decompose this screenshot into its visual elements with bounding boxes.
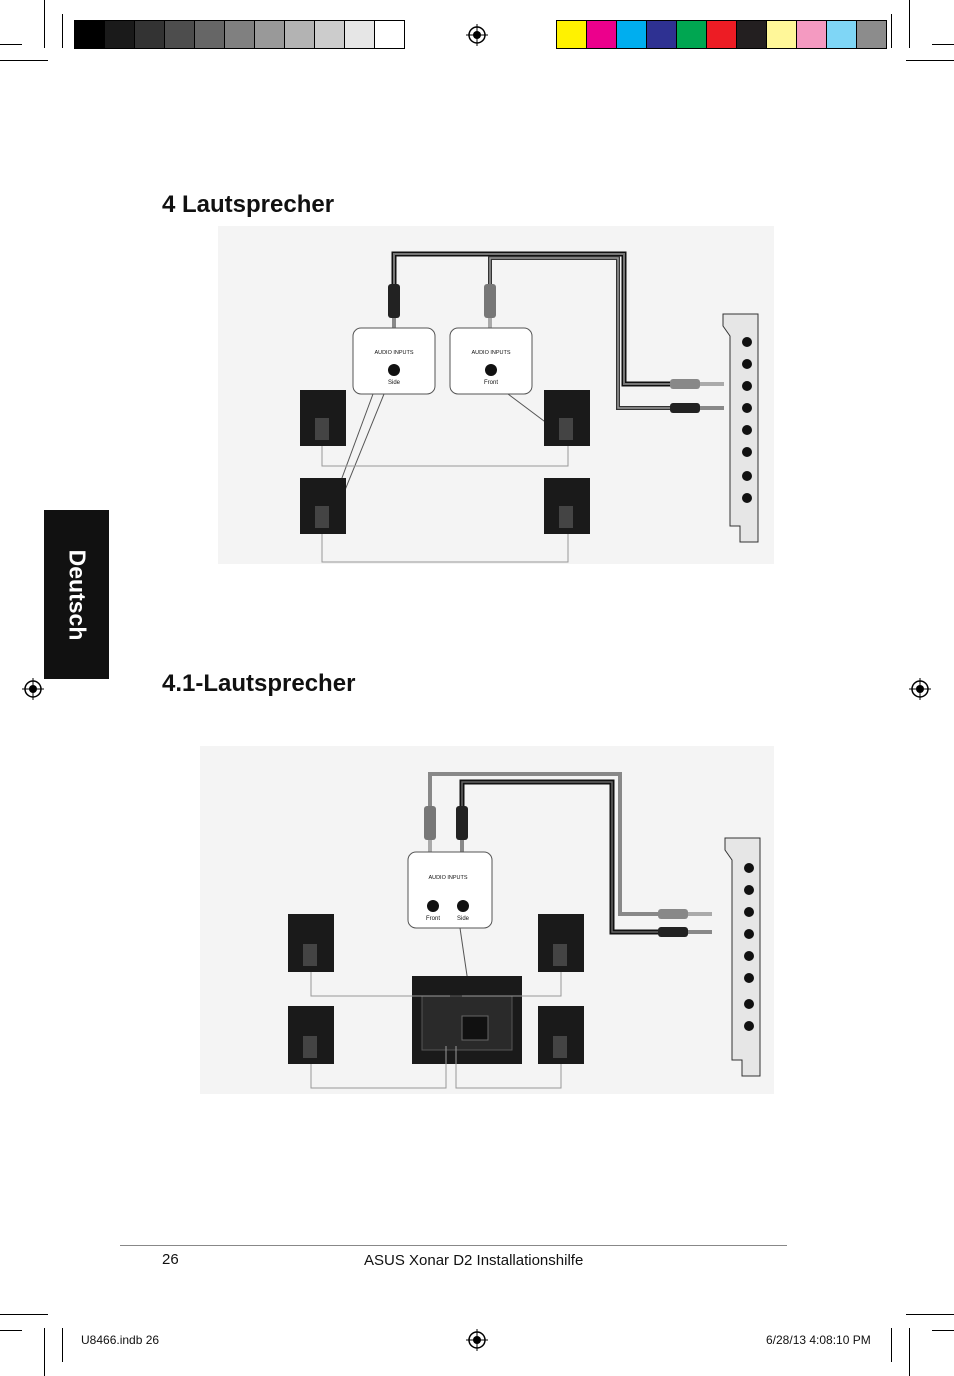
speaker xyxy=(544,478,590,534)
color-swatch xyxy=(105,21,135,48)
crop-mark xyxy=(906,60,954,61)
speaker xyxy=(544,390,590,446)
port-label-side: Side xyxy=(388,380,401,386)
registration-mark-icon xyxy=(466,1329,488,1351)
registration-mark-icon xyxy=(466,24,488,46)
slug-timestamp: 6/28/13 4:08:10 PM xyxy=(766,1333,871,1347)
color-swatch xyxy=(315,21,345,48)
color-swatch xyxy=(285,21,315,48)
speaker xyxy=(300,478,346,534)
color-swatch xyxy=(195,21,225,48)
four-speaker-diagram: AUDIO INPUTS Side AUDIO INPUTS Front xyxy=(218,226,774,564)
crop-mark xyxy=(891,14,892,48)
registration-mark-icon xyxy=(909,678,931,700)
manual-title: ASUS Xonar D2 Installationshilfe xyxy=(364,1252,584,1269)
crop-mark xyxy=(906,1314,954,1315)
subwoofer xyxy=(412,976,522,1064)
color-swatch xyxy=(75,21,105,48)
crop-mark xyxy=(0,60,48,61)
color-swatch xyxy=(857,21,886,48)
crop-mark xyxy=(0,1314,48,1315)
language-tab-label: Deutsch xyxy=(64,549,90,640)
crop-mark xyxy=(0,1330,22,1331)
color-swatch xyxy=(767,21,797,48)
grayscale-bar xyxy=(74,20,405,49)
page-number: 26 xyxy=(162,1251,179,1268)
color-swatch xyxy=(225,21,255,48)
crop-mark xyxy=(0,44,22,45)
color-swatch xyxy=(707,21,737,48)
color-swatch xyxy=(375,21,404,48)
crop-mark xyxy=(62,14,63,48)
speaker xyxy=(288,1006,334,1064)
color-swatch xyxy=(255,21,285,48)
process-color-bar xyxy=(556,20,887,49)
color-swatch xyxy=(797,21,827,48)
crop-mark xyxy=(909,0,910,48)
color-swatch xyxy=(165,21,195,48)
color-swatch xyxy=(677,21,707,48)
color-swatch xyxy=(135,21,165,48)
four-one-speaker-diagram: AUDIO INPUTS Front Side xyxy=(200,746,774,1094)
color-swatch xyxy=(587,21,617,48)
crop-mark xyxy=(62,1328,63,1362)
crop-mark xyxy=(44,1328,45,1376)
footer-rule xyxy=(120,1245,787,1246)
crop-mark xyxy=(909,1328,910,1376)
inputs-heading-front: AUDIO INPUTS xyxy=(471,350,510,356)
port-label-front: Front xyxy=(484,380,498,386)
color-swatch xyxy=(647,21,677,48)
crop-mark xyxy=(891,1328,892,1362)
speaker xyxy=(288,914,334,972)
crop-mark xyxy=(932,44,954,45)
crop-mark xyxy=(44,0,45,48)
crop-mark xyxy=(932,1330,954,1331)
slug-file: U8466.indb 26 xyxy=(81,1333,160,1347)
port-label-front: Front xyxy=(426,916,440,922)
color-swatch xyxy=(345,21,375,48)
port-label-side: Side xyxy=(457,916,470,922)
section-title-4-speakers: 4 Lautsprecher xyxy=(162,191,335,218)
color-swatch xyxy=(617,21,647,48)
inputs-heading: AUDIO INPUTS xyxy=(428,875,467,881)
inputs-heading-side: AUDIO INPUTS xyxy=(374,350,413,356)
speaker xyxy=(538,914,584,972)
registration-mark-icon xyxy=(22,678,44,700)
speaker xyxy=(538,1006,584,1064)
color-swatch xyxy=(557,21,587,48)
section-title-4-1-speakers: 4.1-Lautsprecher xyxy=(162,670,356,697)
language-tab: Deutsch xyxy=(44,510,109,679)
color-swatch xyxy=(737,21,767,48)
speaker xyxy=(300,390,346,446)
color-swatch xyxy=(827,21,857,48)
